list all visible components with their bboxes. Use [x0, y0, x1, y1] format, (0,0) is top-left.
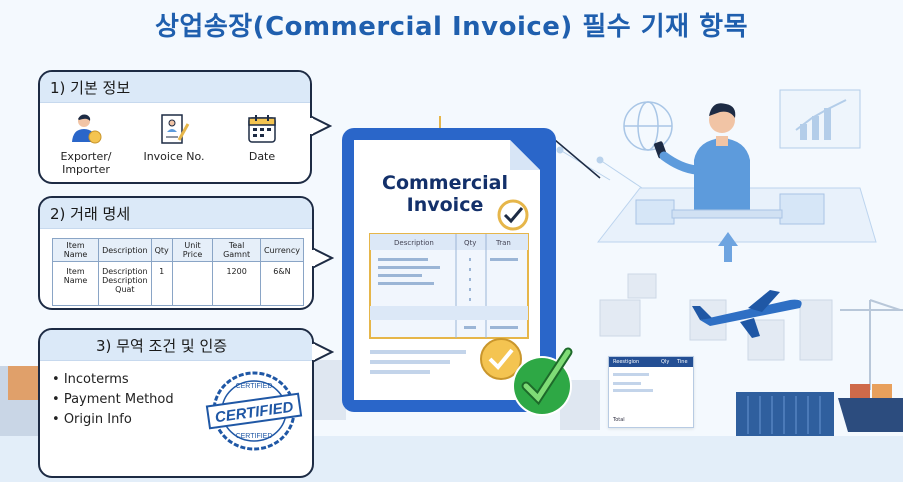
- transaction-table-header-row: Item Name Description Qty Unit Price Tea…: [51, 238, 305, 262]
- crane-icon: [840, 299, 903, 390]
- table-row: Item Name Description Description Quat 1…: [51, 261, 305, 306]
- pointer-lines: [554, 139, 601, 179]
- stamp-top-text: CERTIFIED: [236, 383, 273, 390]
- page-title: 상업송장(Commercial Invoice) 필수 기재 항목: [155, 12, 748, 42]
- panel-transaction-title: 2) 거래 명세: [50, 205, 131, 223]
- item-exporter-importer: Exporter/ Importer: [46, 112, 126, 176]
- document-table-header-tran: Tran: [496, 239, 511, 247]
- document-heading: Commercial Invoice: [370, 172, 520, 216]
- table-header-item-name: Item Name: [51, 238, 100, 262]
- cell-total-amount: 1200: [212, 261, 261, 306]
- transaction-table: Item Name Description Qty Unit Price Tea…: [51, 238, 305, 306]
- panel-trade-terms-title: 3) 무역 조건 및 인증: [96, 337, 228, 355]
- calendar-icon: [248, 115, 276, 143]
- container-stack-left: [0, 366, 40, 436]
- panel-transaction-pointer: [312, 246, 334, 270]
- small-invoice: Reestigion Qly Tine Total: [608, 356, 694, 428]
- table-header-unit-price: Unit Price: [171, 238, 214, 262]
- trade-terms-list: Incoterms Payment Method Origin Info: [52, 370, 174, 430]
- small-invoice-header-0: Reestigion: [613, 359, 640, 365]
- list-item: Incoterms: [52, 370, 174, 390]
- item-date-label: Date: [248, 150, 276, 163]
- table-header-total-amount: Teal Gamnt: [212, 238, 261, 262]
- document-heading-line2: Invoice: [406, 194, 484, 216]
- panel-basic-info: 1) 기본 정보 Exporter/ Importer Invoice No. …: [38, 70, 312, 184]
- cell-currency: 6&N: [259, 261, 305, 306]
- laptop-icon: [635, 199, 675, 225]
- panel-transaction-header: [40, 198, 312, 229]
- item-invoice-no: Invoice No.: [134, 112, 214, 163]
- panel-basic-info-pointer: [310, 114, 332, 138]
- businessman-illustration: [654, 103, 783, 219]
- airplane-icon: [692, 290, 802, 338]
- small-check-icon: [497, 199, 529, 231]
- tablet-icon: [779, 193, 825, 225]
- document-table-header-qty: Qty: [464, 239, 477, 247]
- item-date: Date: [222, 112, 302, 163]
- list-item: Payment Method: [52, 390, 174, 410]
- panel-trade-terms-header: [40, 330, 312, 361]
- cell-description: Description Description Quat: [98, 261, 152, 306]
- up-arrow-icon: [718, 232, 738, 262]
- cell-qty: 1: [150, 261, 173, 306]
- panel-basic-info-header: [40, 72, 310, 103]
- cargo-ship: [838, 384, 903, 432]
- certified-stamp: CERTIFIED CERTIFIED CERTIFIED: [205, 371, 303, 451]
- shipping-container: [736, 392, 834, 438]
- document-table-header-description: Description: [394, 239, 434, 247]
- person-icon: [72, 114, 102, 144]
- document-heading-line1: Commercial: [382, 172, 508, 194]
- item-exporter-importer-label: Exporter/ Importer: [60, 150, 112, 176]
- table-header-description: Description: [98, 238, 152, 262]
- panel-transaction: 2) 거래 명세 Item Name Description Qty Unit …: [38, 196, 314, 310]
- stamp-bottom-text: CERTIFIED: [236, 433, 273, 440]
- green-check-icon: [512, 347, 573, 416]
- table-header-currency: Currency: [259, 238, 305, 262]
- small-invoice-header-1: Qly: [661, 359, 670, 365]
- cell-item-name: Item Name: [51, 261, 100, 306]
- gold-check-icon: [480, 338, 522, 380]
- item-invoice-no-label: Invoice No.: [143, 150, 205, 163]
- panel-basic-info-title: 1) 기본 정보: [50, 79, 131, 97]
- growth-chart-icon: [779, 89, 861, 149]
- small-invoice-header-2: Tine: [677, 359, 688, 365]
- small-invoice-total: Total: [613, 417, 625, 423]
- panel-trade-terms: 3) 무역 조건 및 인증 Incoterms Payment Method O…: [38, 328, 314, 478]
- cell-unit-price: [171, 261, 214, 306]
- list-item: Origin Info: [52, 410, 174, 430]
- table-header-qty: Qty: [150, 238, 173, 262]
- panel-trade-terms-pointer: [312, 340, 334, 364]
- globe-icon: [623, 101, 673, 151]
- document-signature-icon: [161, 114, 190, 144]
